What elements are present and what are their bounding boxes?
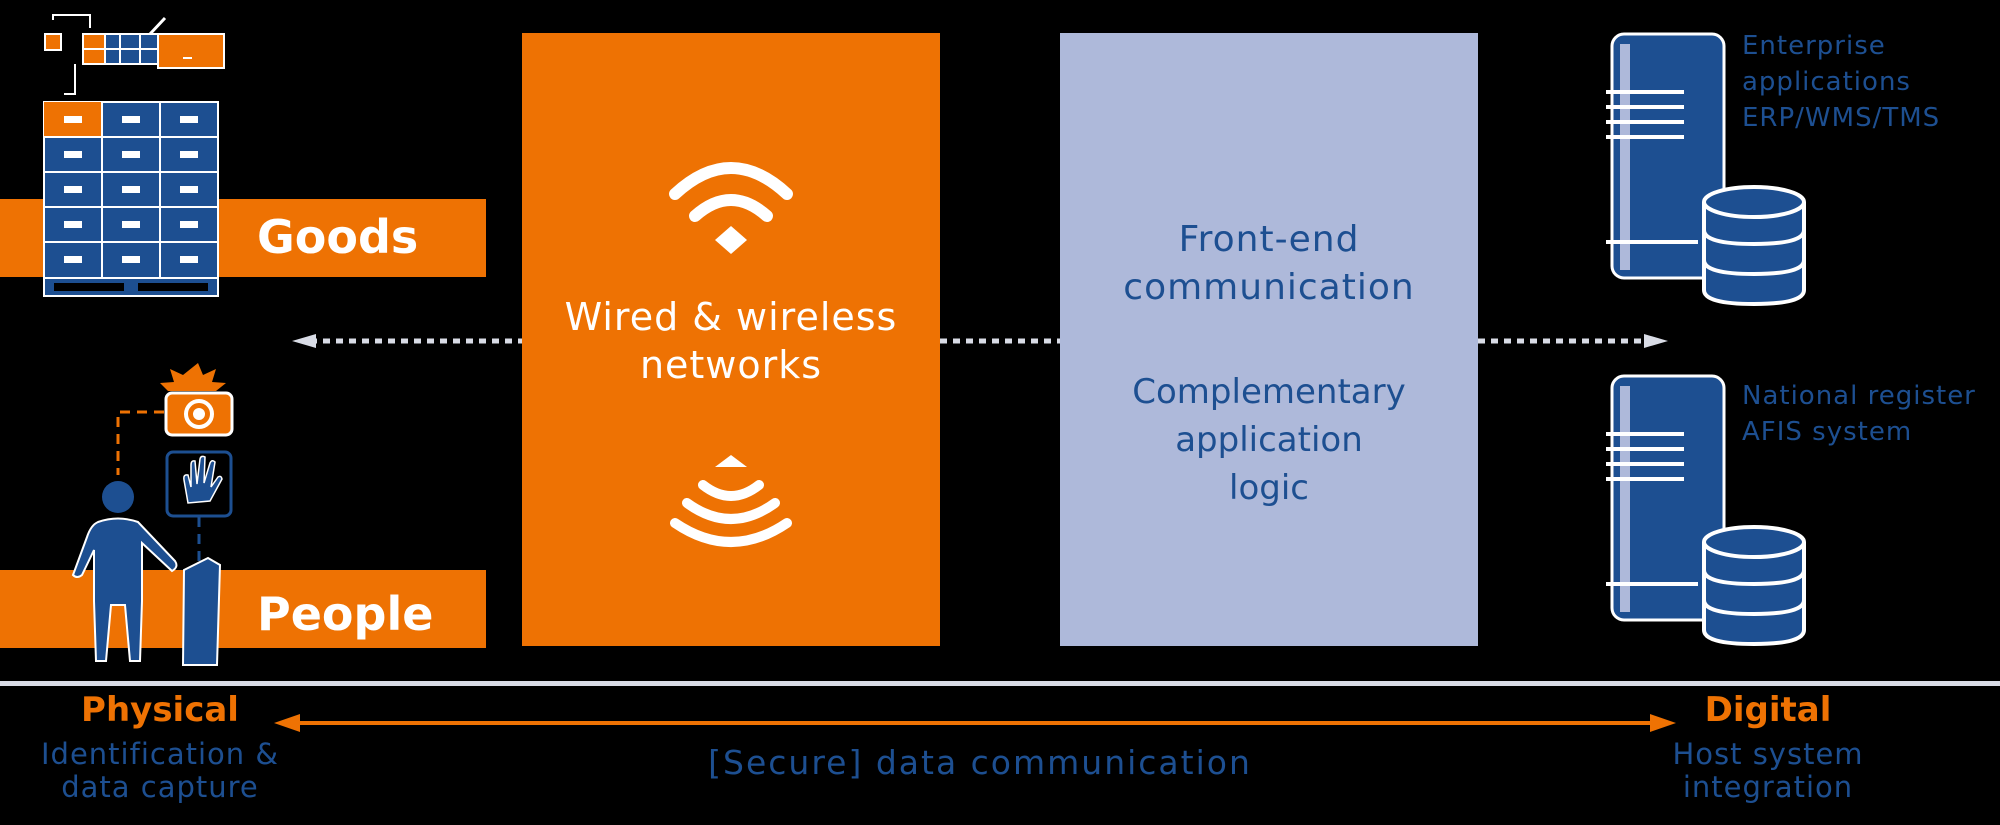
biometric-capture-icon <box>71 363 234 666</box>
divider <box>0 681 2000 686</box>
secure-data-communication-label: [Secure] data communication <box>708 743 1252 782</box>
frontend-panel: Front-end communication Complementary ap… <box>1060 33 1478 646</box>
host-1-label-line3: ERP/WMS/TMS <box>1742 103 1941 133</box>
host-2-label-line1: National register <box>1742 381 1976 411</box>
host-2-label: National register AFIS system <box>1742 378 1976 450</box>
frontend-communication-label: Front-end communication <box>1123 219 1415 308</box>
physical-title: Physical <box>81 690 239 730</box>
server-database-icon <box>1606 374 1806 647</box>
server-database-icon <box>1606 32 1806 307</box>
digital-subtitle-line2: integration <box>1682 770 1854 804</box>
physical-subtitle-line1: Identification & <box>41 737 279 771</box>
rfid-signal-icon <box>670 455 792 547</box>
application-logic-label: Complementary application logic <box>1132 372 1406 508</box>
networks-panel: Wired & wireless networks <box>522 33 940 646</box>
people-label: People <box>257 587 434 641</box>
digital-subtitle: Host system integration <box>1638 738 1898 804</box>
digital-title: Digital <box>1704 690 1832 730</box>
physical-subtitle: Identification & data capture <box>20 738 300 804</box>
host-1-label: Enterprise applications ERP/WMS/TMS <box>1742 28 1940 136</box>
goods-label: Goods <box>257 210 419 264</box>
camera-icon <box>160 363 234 437</box>
host-1-label-line2: applications <box>1742 67 1911 97</box>
physical-subtitle-line2: data capture <box>61 770 259 804</box>
wifi-icon <box>669 162 793 254</box>
dotted-connection-line <box>292 334 1668 348</box>
digital-subtitle-line1: Host system <box>1672 737 1864 771</box>
networks-title: Wired & wireless networks <box>564 295 898 387</box>
warehouse-pallet-icon <box>43 14 225 297</box>
double-arrow <box>274 714 1676 732</box>
palm-scanner-icon <box>165 450 233 518</box>
host-1-label-line1: Enterprise <box>1742 31 1886 61</box>
people-band <box>0 570 486 648</box>
host-2-label-line2: AFIS system <box>1742 417 1913 447</box>
